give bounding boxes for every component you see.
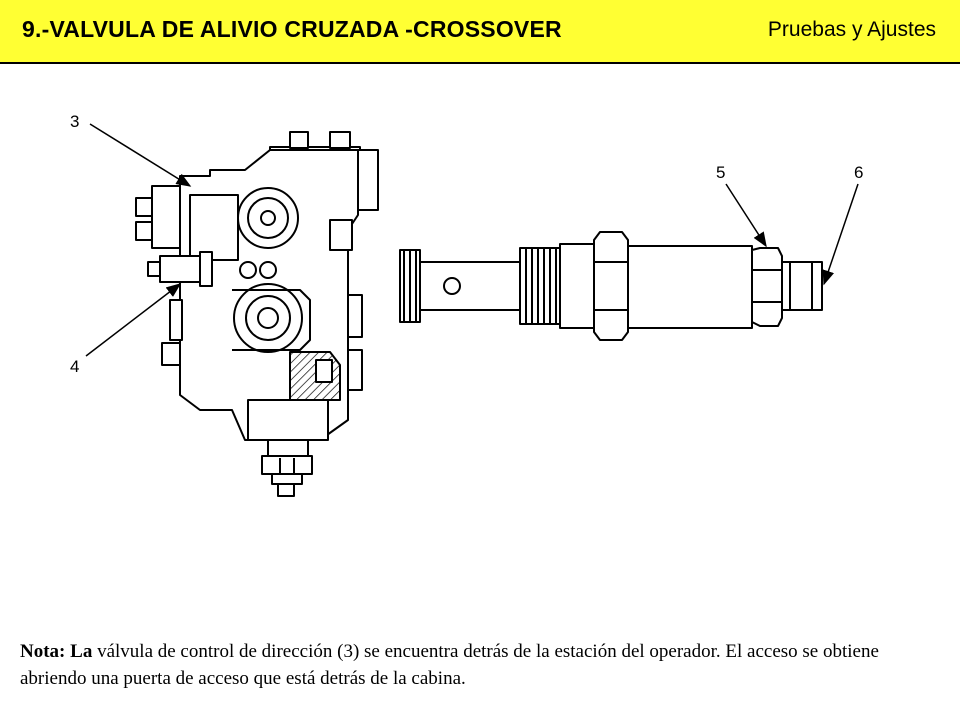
callout-label-5: 5 xyxy=(716,163,725,182)
callout-3: 3 xyxy=(70,112,192,187)
section-label: Pruebas y Ajustes xyxy=(767,18,936,41)
callout-label-4: 4 xyxy=(70,357,79,376)
callout-6: 6 xyxy=(822,163,863,286)
note-emphasis: La xyxy=(70,641,93,662)
callout-label-3: 3 xyxy=(70,112,79,131)
page-title: 9.-VALVULA DE ALIVIO CRUZADA -CROSSOVER xyxy=(22,16,562,42)
callout-label-6: 6 xyxy=(854,163,863,182)
relief-valve-diagram: 3 4 5 6 xyxy=(70,112,863,497)
steering-control-valve xyxy=(135,131,379,497)
relief-valve-cartridge xyxy=(399,231,823,341)
callout-5: 5 xyxy=(716,163,767,248)
note-prefix: Nota: xyxy=(20,641,66,662)
callout-4: 4 xyxy=(70,283,182,376)
header-bar: 9.-VALVULA DE ALIVIO CRUZADA -CROSSOVER … xyxy=(0,0,960,64)
note-text: válvula de control de dirección (3) se e… xyxy=(20,641,879,689)
note-paragraph: Nota: La válvula de control de dirección… xyxy=(20,638,945,692)
